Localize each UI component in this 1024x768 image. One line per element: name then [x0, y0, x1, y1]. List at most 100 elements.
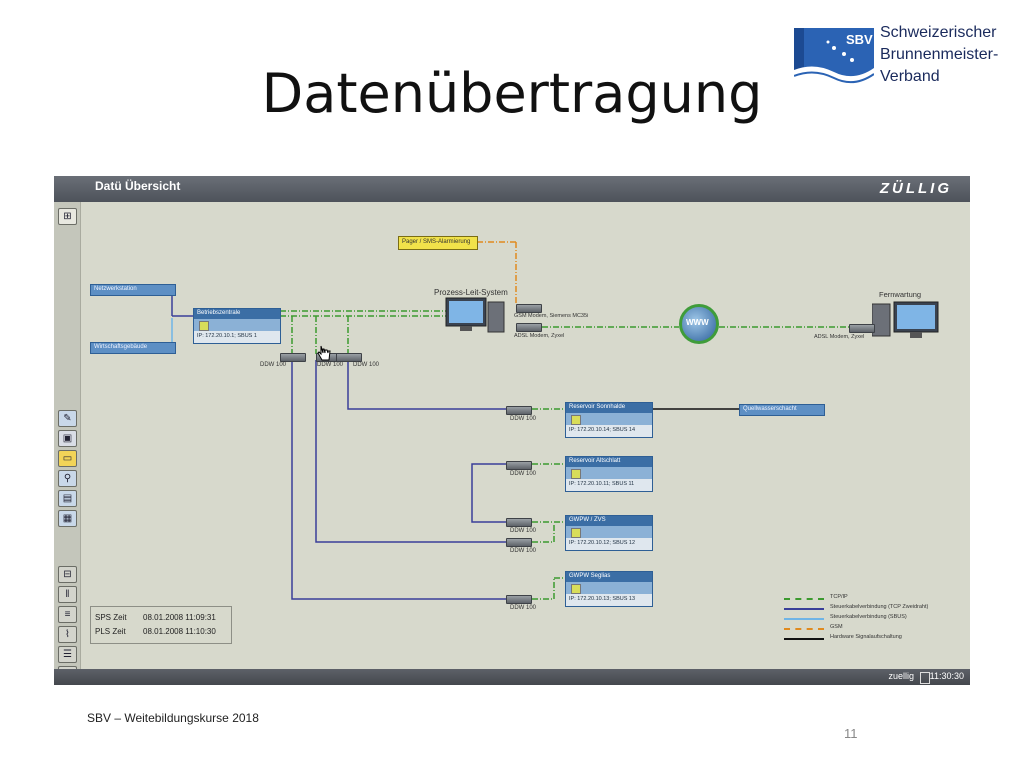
sps-time-value: 08.01.2008 11:09:31 — [143, 613, 216, 622]
legend-label: GSM — [830, 624, 843, 630]
legend-label: Steuerkabelverbindung (SBUS) — [830, 614, 907, 620]
ddw-station-3b[interactable] — [506, 538, 532, 547]
box-netzwerkstation-label: Netzwerkstation — [94, 286, 137, 292]
computer-icon[interactable]: ▤ — [58, 490, 77, 507]
legend-swatch — [784, 628, 824, 630]
box-wirtschaftsgebaeude-label: Wirtschaftsgebäude — [94, 344, 148, 350]
ddw-device-3-label: DDW 100 — [353, 362, 380, 368]
pipe-icon[interactable]: ‖ — [58, 586, 77, 603]
logout-icon[interactable] — [920, 672, 930, 684]
chart-icon[interactable]: ⌇ — [58, 626, 77, 643]
ddw-station-1-label: DDW 100 — [510, 416, 537, 422]
legend-item: Hardware Signalaufschaltung — [784, 634, 964, 644]
sbv-logo-mark: SBV — [794, 28, 874, 90]
globe-label: WWW — [686, 318, 709, 327]
sbv-logo: SBV Schweizerischer Brunnenmeister- Verb… — [794, 22, 1010, 94]
logo-line-2: Brunnenmeister- — [880, 46, 999, 63]
status-led-icon — [571, 528, 581, 538]
page-number: 11 — [844, 726, 858, 741]
legend-item: GSM — [784, 624, 964, 634]
hand-cursor-icon — [317, 345, 331, 361]
pls-time-value: 08.01.2008 11:10:30 — [143, 627, 216, 636]
gsm-modem-label: GSM Modem, Siemens MC35i — [514, 313, 589, 319]
box-quellwasserschacht[interactable]: Quellwasserschacht — [739, 404, 825, 416]
ddw-station-1[interactable] — [506, 406, 532, 415]
time-panel: SPS Zeit 08.01.2008 11:09:31 PLS Zeit 08… — [90, 606, 232, 644]
ddw-station-2-label: DDW 100 — [510, 471, 537, 477]
slide-footer: SBV – Weitebildungskurse 2018 — [87, 711, 259, 725]
sbus-icon[interactable]: ≡ — [58, 606, 77, 623]
station-betriebszentrale[interactable]: Betriebszentrale IP: 172.20.10.1; SBUS 1 — [193, 308, 281, 344]
station-1-name: Reservoir Sonnhalde — [569, 404, 626, 410]
ddw-station-3a[interactable] — [506, 518, 532, 527]
legend-swatch — [784, 608, 824, 610]
logo-line-1: Schweizerischer — [880, 24, 997, 41]
pager-sms-box[interactable]: Pager / SMS-Alarmierung — [398, 236, 478, 250]
station-3-name: GWPW / ZVS — [569, 517, 606, 523]
station-2-name: Reservoir Altschlatt — [569, 458, 621, 464]
brand-logo: ZÜLLIG — [879, 180, 952, 197]
pls-computer-icon — [445, 297, 505, 333]
edit-icon[interactable]: ✎ — [58, 410, 77, 427]
legend-swatch — [784, 638, 824, 640]
scada-screenshot: Datü Übersicht ZÜLLIG ⊞ ✎ ▣ ▭ ⚲ ▤ ▦ ⊟ ‖ … — [54, 176, 970, 685]
legend-item: Steuerkabelverbindung (TCP Zweidraht) — [784, 604, 964, 614]
ddw-station-3b-label: DDW 100 — [510, 548, 537, 554]
slide-title: Datenübertragung — [261, 62, 763, 125]
station-betriebszentrale-ip: IP: 172.20.10.1; SBUS 1 — [197, 333, 257, 339]
status-led-icon — [199, 321, 209, 331]
remote-adsl-modem-device[interactable] — [849, 324, 875, 333]
ddw-station-3a-label: DDW 100 — [510, 528, 537, 534]
station-2-ip: IP: 172.20.10.11; SBUS 11 — [569, 481, 635, 487]
station-reservoir-sonnhalde[interactable]: Reservoir Sonnhalde IP: 172.20.10.14; SB… — [565, 402, 653, 438]
ddw-device-1-label: DDW 100 — [260, 362, 287, 368]
fernwartung-computer-icon — [872, 301, 939, 338]
gsm-modem-device[interactable] — [516, 304, 542, 313]
list-icon[interactable]: ☰ — [58, 646, 77, 663]
status-user: zuellig — [888, 671, 914, 681]
adsl-modem-device[interactable] — [516, 323, 542, 332]
ddw-station-4-label: DDW 100 — [510, 605, 537, 611]
logo-line-3: Verband — [880, 68, 940, 85]
fernwartung-label: Fernwartung — [879, 290, 922, 299]
window-icon[interactable]: ▣ — [58, 430, 77, 447]
ddw-station-2[interactable] — [506, 461, 532, 470]
left-toolbar: ⊞ ✎ ▣ ▭ ⚲ ▤ ▦ ⊟ ‖ ≡ ⌇ ☰ ⏻ — [54, 202, 81, 685]
network-icon[interactable]: ⚲ — [58, 470, 77, 487]
legend-label: Hardware Signalaufschaltung — [830, 634, 902, 640]
legend-swatch — [784, 598, 824, 600]
overview-icon[interactable]: ▦ — [58, 510, 77, 527]
legend-item: Steuerkabelverbindung (SBUS) — [784, 614, 964, 624]
station-gwpw-seglias[interactable]: GWPW Seglias IP: 172.20.10.13; SBUS 13 — [565, 571, 653, 607]
legend-item: TCP/IP — [784, 594, 964, 604]
status-time: 11:30:30 — [929, 671, 964, 681]
www-globe-icon[interactable]: WWW — [679, 304, 719, 344]
status-bar: zuellig 11:30:30 — [54, 669, 970, 685]
logo-mark-text: SBV — [846, 32, 873, 47]
folder-icon[interactable]: ▭ — [58, 450, 77, 467]
ddw-station-4[interactable] — [506, 595, 532, 604]
remote-adsl-modem-label: ADSL Modem, Zyxel — [814, 334, 865, 340]
pls-label: Prozess-Leit-System — [434, 288, 508, 297]
logo-text: Schweizerischer Brunnenmeister- Verband — [880, 22, 998, 88]
status-led-icon — [571, 415, 581, 425]
adsl-modem-label: ADSL Modem, Zyxel — [514, 333, 565, 339]
station-reservoir-altschlatt[interactable]: Reservoir Altschlatt IP: 172.20.10.11; S… — [565, 456, 653, 492]
box-wirtschaftsgebaeude[interactable]: Wirtschaftsgebäude — [90, 342, 176, 354]
network-lines — [171, 241, 849, 600]
box-netzwerkstation[interactable]: Netzwerkstation — [90, 284, 176, 296]
station-1-ip: IP: 172.20.10.14; SBUS 14 — [569, 427, 636, 433]
quellwasserschacht-label: Quellwasserschacht — [743, 406, 797, 412]
windows-start-icon[interactable]: ⊞ — [58, 208, 77, 225]
legend-swatch — [784, 618, 824, 620]
pls-time-label: PLS Zeit — [95, 627, 126, 636]
ddw-device-3[interactable] — [336, 353, 362, 362]
station-gwpw-zvs[interactable]: GWPW / ZVS IP: 172.20.10.12; SBUS 12 — [565, 515, 653, 551]
legend-label: Steuerkabelverbindung (TCP Zweidraht) — [830, 604, 929, 610]
ddw-device-1[interactable] — [280, 353, 306, 362]
layout-icon[interactable]: ⊟ — [58, 566, 77, 583]
status-led-icon — [571, 469, 581, 479]
status-led-icon — [571, 584, 581, 594]
ddw-device-2-label: DDW 100 — [317, 362, 344, 368]
legend-label: TCP/IP — [830, 594, 848, 600]
